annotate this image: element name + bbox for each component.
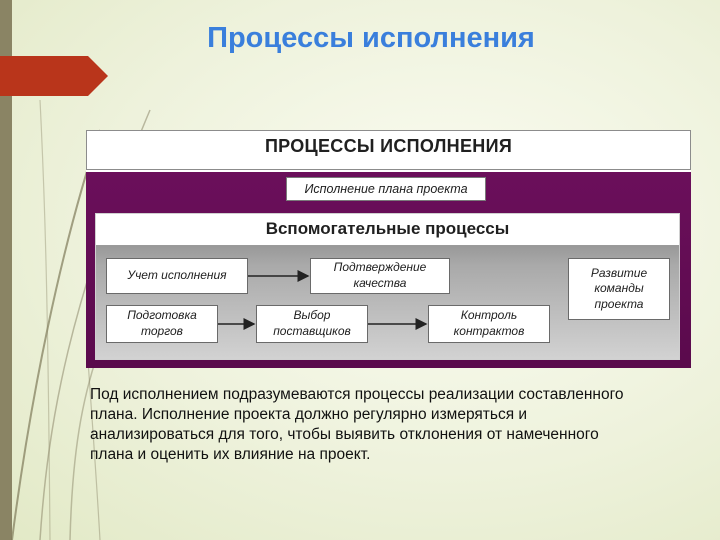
description-line: плана. Исполнение проекта должно регуляр… bbox=[90, 406, 528, 423]
left-decorative-bar bbox=[0, 0, 12, 540]
process-diagram: ПРОЦЕССЫ ИСПОЛНЕНИЯ Исполнение плана про… bbox=[86, 130, 691, 368]
support-processes-panel: Вспомогательные процессы Учет исполнения… bbox=[95, 213, 680, 360]
flow-arrows bbox=[218, 270, 428, 330]
diagram-header-text: ПРОЦЕССЫ ИСПОЛНЕНИЯ bbox=[264, 136, 513, 156]
description-line: Под исполнением подразумеваются процессы… bbox=[90, 386, 624, 403]
box-accounting: Учет исполнения bbox=[106, 258, 248, 294]
description-line: плана и оценить их влияние на проект. bbox=[90, 446, 371, 463]
box-quality: Подтверждение качества bbox=[310, 258, 450, 294]
left-accent-tab bbox=[0, 56, 108, 96]
box-bidding-prep: Подготовка торгов bbox=[106, 305, 218, 343]
box-team-development: Развитие команды проекта bbox=[568, 258, 670, 320]
slide-title: Процессы исполнения bbox=[207, 22, 535, 54]
support-processes-header: Вспомогательные процессы bbox=[96, 214, 679, 246]
execution-band: Исполнение плана проекта Вспомогательные… bbox=[86, 172, 691, 368]
description-text: Под исполнением подразумеваются процессы… bbox=[90, 385, 700, 465]
box-contract-control: Контроль контрактов bbox=[428, 305, 550, 343]
plan-execution-box: Исполнение плана проекта bbox=[286, 177, 486, 201]
box-supplier-choice: Выбор поставщиков bbox=[256, 305, 368, 343]
support-processes-title: Вспомогательные процессы bbox=[265, 219, 510, 238]
description-line: анализироваться для того, чтобы выявить … bbox=[90, 426, 599, 443]
diagram-header: ПРОЦЕССЫ ИСПОЛНЕНИЯ bbox=[86, 130, 691, 170]
